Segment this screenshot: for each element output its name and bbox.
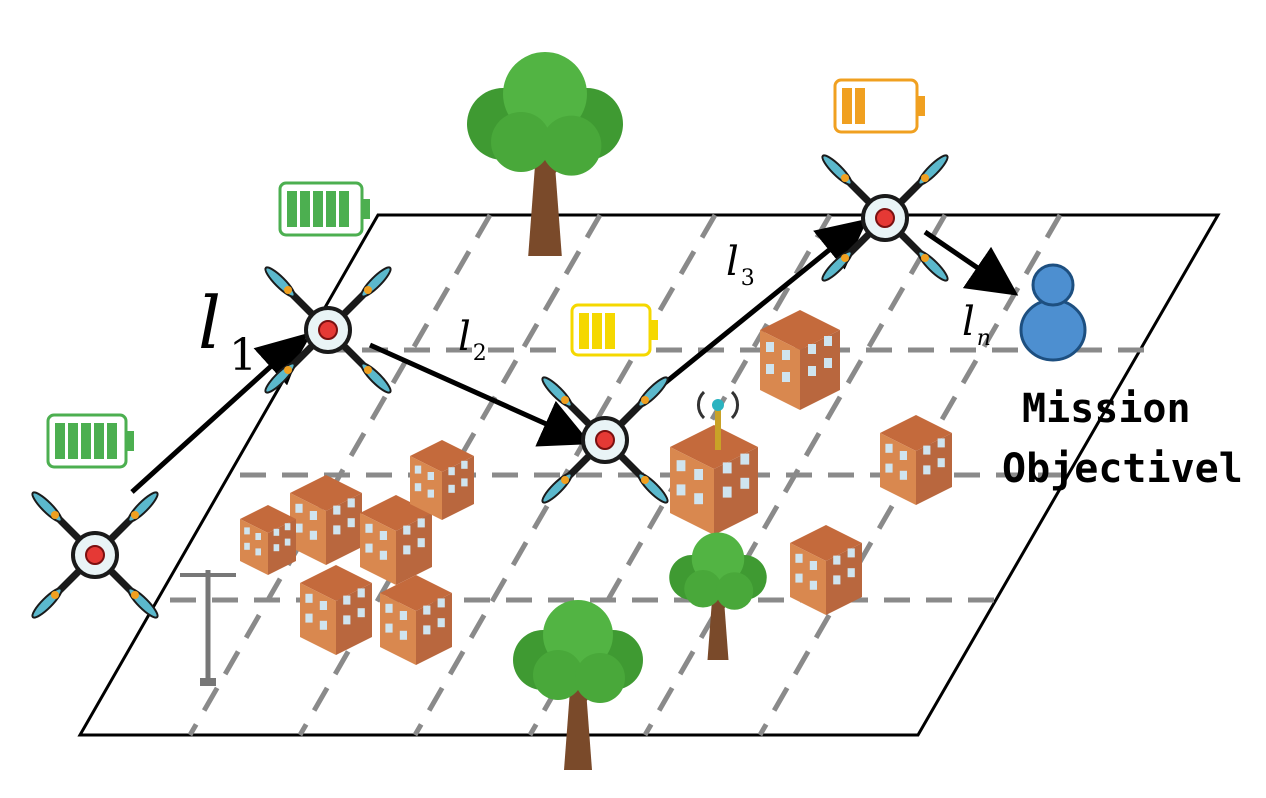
antenna-tower-icon bbox=[697, 390, 739, 450]
person-icon bbox=[1019, 263, 1087, 362]
tree-icon-bottom bbox=[513, 600, 643, 770]
battery-bar bbox=[842, 88, 852, 124]
battery-bar bbox=[81, 423, 91, 459]
battery-icon-3 bbox=[570, 303, 658, 357]
battery-bar bbox=[339, 191, 349, 227]
battery-bar bbox=[605, 313, 615, 349]
mission-label-line2: Objectivel bbox=[1002, 446, 1243, 492]
tree-icon-top bbox=[467, 52, 623, 256]
label-ln: ln bbox=[962, 299, 991, 351]
mission-label-line1: Mission bbox=[1022, 386, 1191, 432]
drone-icon-3 bbox=[539, 374, 670, 505]
label-l2: l2 bbox=[458, 314, 487, 366]
battery-bar bbox=[313, 191, 323, 227]
battery-icon-1 bbox=[46, 413, 134, 469]
flight-path bbox=[130, 218, 1019, 494]
battery-bar bbox=[855, 88, 865, 124]
street-lamp bbox=[180, 570, 236, 686]
battery-bar bbox=[68, 423, 78, 459]
battery-bar bbox=[55, 423, 65, 459]
battery-icon-4 bbox=[833, 78, 925, 134]
drone-icon-1 bbox=[29, 489, 160, 620]
battery-bar bbox=[107, 423, 117, 459]
drone-icon-2 bbox=[262, 264, 393, 395]
battery-bar bbox=[94, 423, 104, 459]
label-l3: l3 bbox=[726, 239, 755, 291]
battery-icon-2 bbox=[278, 181, 370, 237]
ground-plane bbox=[77, 213, 1221, 737]
battery-bar bbox=[300, 191, 310, 227]
battery-bar bbox=[287, 191, 297, 227]
battery-bar bbox=[579, 313, 589, 349]
drone-icon-4 bbox=[819, 152, 950, 283]
battery-bar bbox=[592, 313, 602, 349]
battery-bar bbox=[326, 191, 336, 227]
